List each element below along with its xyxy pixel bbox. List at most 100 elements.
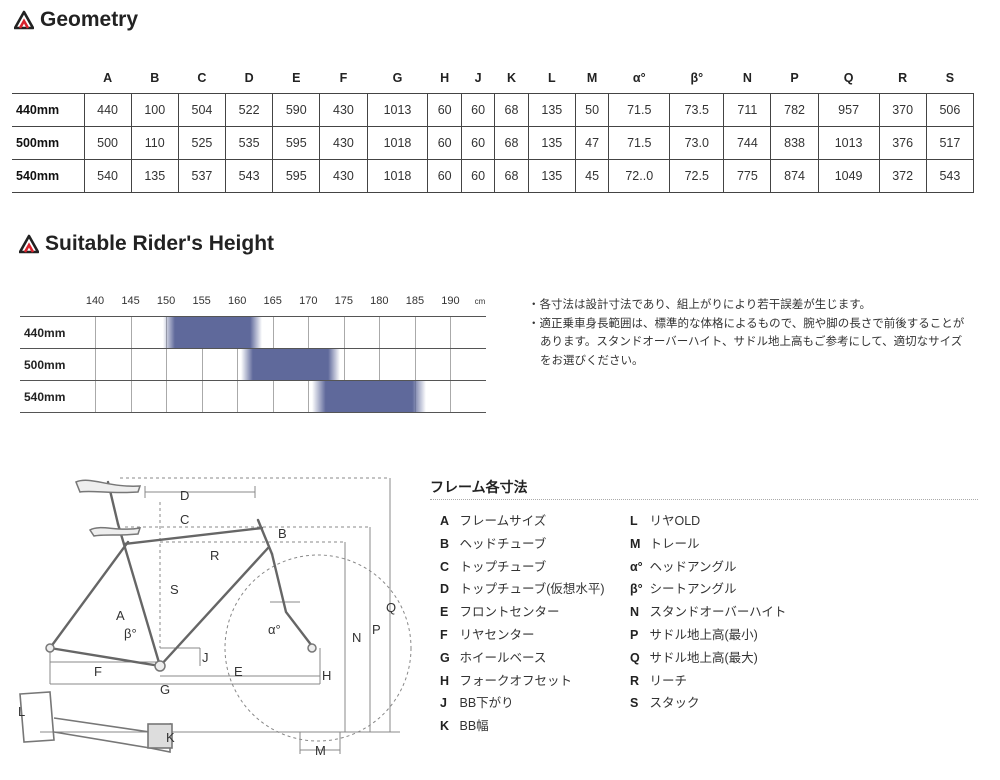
geometry-column-header: Q [843,71,854,85]
geometry-cell: 72.5 [669,159,725,193]
geometry-cell: 72..0 [608,159,671,193]
frame-legend-key: β° [630,582,643,597]
frame-legend-label: ヘッドチューブ [459,536,547,551]
geometry-size-label: 500mm [12,126,85,160]
frame-legend-label: フォークオフセット [459,673,572,688]
rider-row: 540mm [20,381,486,413]
frame-legend-label: トレール [649,536,700,551]
saddle-upper [75,479,142,494]
geometry-cell: 47 [574,126,610,160]
geometry-cell: 517 [925,126,975,160]
frame-legend-item: N スタンドオーバーハイト [630,601,786,620]
frame-legend-key: G [440,650,450,665]
seat-tube [116,522,162,668]
geometry-size-label: 440mm [12,93,85,127]
frame-legend-item: L リヤOLD [630,510,700,529]
dim-label-beta: β° [124,626,137,641]
geometry-cell: 100 [130,93,179,127]
rider-size-label: 500mm [24,358,66,372]
frame-legend-key: S [630,696,639,711]
frame-legend-item: C トップチューブ [440,556,546,575]
frame-legend-label: スタック [649,696,700,711]
geometry-column-header: M [586,71,598,85]
frame-legend-key: α° [630,559,643,574]
rider-heading: Suitable Rider's Height [19,232,274,256]
geometry-cell: 543 [925,159,975,193]
frame-legend-label: ヘッドアングル [649,559,737,574]
dim-label-j: J [202,650,209,665]
frame-legend-item: K BB幅 [440,715,489,734]
geometry-cell: 68 [494,93,529,127]
frame-legend-key: J [440,696,447,711]
dim-label-n: N [352,630,361,645]
geometry-cell: 838 [770,126,819,160]
head-tube [256,518,274,556]
geometry-column-header: L [547,71,556,85]
frame-legend-label: トップチューブ(仮想水平) [459,582,605,597]
geometry-column-header: H [440,71,450,85]
rider-scale-tick: 190 [441,295,460,307]
frame-legend-item: A フレームサイズ [440,510,546,529]
geometry-cell: 135 [527,93,576,127]
dim-label-r: R [210,548,219,563]
geometry-cell: 135 [130,159,179,193]
frame-legend-item: R リーチ [630,670,687,689]
dim-label-e: E [234,664,243,679]
geometry-cell: 1013 [366,93,429,127]
dim-label-alpha: α° [268,622,281,637]
geometry-cell: 60 [460,159,496,193]
frame-legend-key: P [630,628,639,642]
frame-legend-item: G ホイールベース [440,647,546,666]
geometry-column-header: E [292,71,301,85]
geometry-cell: 60 [427,126,462,160]
geometry-cell: 744 [723,126,772,160]
geometry-cell: 110 [130,126,179,160]
geometry-cell: 595 [272,159,321,193]
geometry-size-label: 540mm [12,159,85,193]
frame-legend-label: スタンドオーバーハイト [649,605,787,620]
frame-legend-item: H フォークオフセット [440,670,572,689]
dim-label-m: M [315,743,326,758]
rider-title: Suitable Rider's Height [45,232,275,255]
frame-legend-label: リーチ [649,673,687,688]
geometry-cell: 60 [427,159,462,193]
geometry-cell: 50 [574,93,610,127]
geometry-cell: 60 [460,126,496,160]
rider-size-label: 540mm [24,390,66,404]
geometry-column-header: K [506,71,517,85]
geometry-cell: 430 [319,93,368,127]
note-item: ・適正乗車身長範囲は、標準的な体格によるもので、腕や脚の長さで前後することがあり… [528,317,965,367]
frame-legend-key: E [440,605,449,620]
geometry-cell: 71.5 [608,93,671,127]
geometry-column-header: R [898,71,908,85]
down-tube [158,546,270,668]
geometry-cell: 874 [770,159,819,193]
geometry-cell: 1018 [366,126,429,160]
geometry-cell: 45 [574,159,610,193]
geometry-cell: 68 [494,159,529,193]
frame-legend-label: BB下がり [459,696,514,711]
frame-legend-key: K [440,719,450,734]
frame-legend-label: リヤセンター [459,628,535,642]
geometry-cell: 135 [527,159,576,193]
geometry-cell: 135 [527,126,576,160]
geometry-cell: 430 [319,126,368,160]
frame-legend-label: フロントセンター [459,605,560,620]
geometry-column-header: N [742,71,752,85]
frame-legend-item: B ヘッドチューブ [440,533,546,552]
geometry-cell: 522 [225,93,274,127]
frame-legend-item: E フロントセンター [440,601,560,620]
geometry-cell: 957 [817,93,880,127]
geometry-cell: 540 [83,159,132,193]
geometry-cell: 525 [177,126,227,160]
rider-scale-tick: 185 [405,295,425,307]
geometry-cell: 782 [770,93,819,127]
geometry-column-header: P [790,71,799,85]
frame-legend-key: M [630,536,641,551]
frame-legend-label: リヤOLD [649,514,701,528]
